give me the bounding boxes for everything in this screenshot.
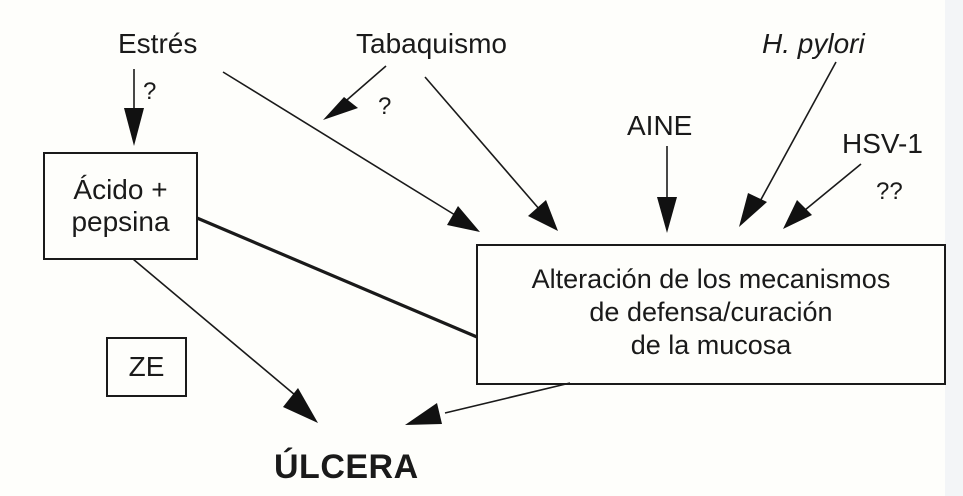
arrowhead-icon (657, 197, 677, 233)
node-aine: AINE (627, 110, 693, 141)
node-hsv1: HSV-1 (842, 128, 923, 159)
connector-acido-alteracion (196, 216, 478, 339)
alteracion-line-1: Alteración de los mecanismos (531, 264, 891, 295)
arrowhead-icon (739, 193, 767, 227)
node-h-pylori: H. pylori (762, 28, 865, 59)
alteracion-line-2: de defensa/curación (589, 297, 833, 328)
node-alteracion-mucosa: Alteración de los mecanismos de defensa/… (476, 244, 946, 385)
arrowhead-icon (124, 108, 144, 146)
arrow-tabaquismo-alteracion (424, 76, 541, 211)
acido-label: Ácido + (73, 173, 168, 205)
arrow-acido-ulcera (132, 258, 296, 396)
arrow-estres-alteracion (222, 71, 456, 216)
alteracion-line-3: de la mucosa (630, 329, 792, 360)
arrowhead-icon (447, 206, 480, 232)
arrowhead-icon (783, 200, 812, 229)
arrowhead-icon (323, 97, 358, 120)
node-acido-pepsina: Ácido + pepsina (43, 152, 198, 260)
arrowhead-icon (528, 200, 558, 231)
node-ze: ZE (106, 337, 187, 397)
node-ulcera: ÚLCERA (274, 448, 419, 486)
annotation-hsv1-uncertain: ?? (876, 178, 903, 205)
arrow-tabaquismo-acido (339, 65, 387, 107)
annotation-estres-uncertain: ? (143, 78, 157, 105)
annotation-tabaquismo-uncertain: ? (378, 93, 392, 120)
arrow-hpylori-alteracion (757, 61, 837, 206)
arrow-hsv1-alteracion (804, 163, 862, 211)
ze-label: ZE (128, 350, 165, 382)
arrow-alteracion-ulcera (444, 382, 571, 414)
pepsina-label: pepsina (71, 206, 170, 237)
arrowhead-icon (283, 388, 318, 423)
node-tabaquismo: Tabaquismo (356, 28, 507, 59)
node-estres: Estrés (118, 28, 198, 59)
page-edge-shadow (945, 0, 963, 496)
arrowhead-icon (405, 403, 442, 425)
